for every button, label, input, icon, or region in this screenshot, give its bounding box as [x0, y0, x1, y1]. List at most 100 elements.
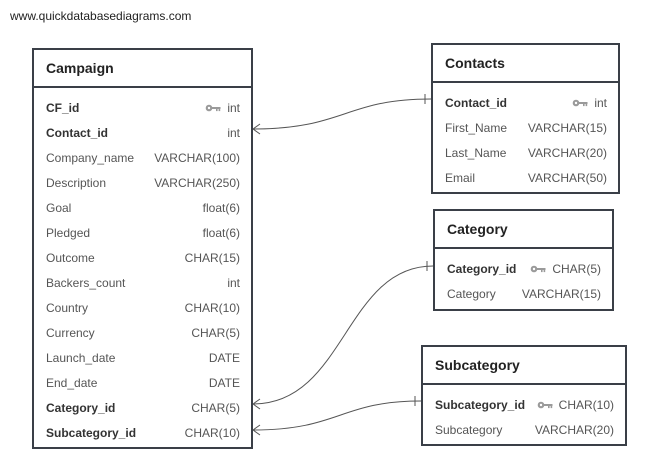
field-name: Company_name: [46, 150, 135, 165]
field-type-wrap: float(6): [203, 201, 240, 215]
table-title-contacts: Contacts: [433, 45, 618, 83]
field-name: Backers_count: [46, 275, 126, 290]
field-type-wrap: DATE: [209, 376, 240, 390]
field-type: DATE: [208, 375, 240, 390]
field-name: Subcategory_id: [46, 425, 137, 440]
field-type-wrap: VARCHAR(20): [528, 146, 607, 160]
field-name: Subcategory: [435, 422, 503, 437]
field-row[interactable]: Subcategory_id CHAR(10): [34, 420, 251, 445]
relationship-category: [252, 261, 434, 410]
field-name: First_Name: [445, 120, 508, 135]
field-type: int: [594, 95, 607, 110]
field-type: VARCHAR(20): [534, 422, 614, 437]
field-type-wrap: DATE: [209, 351, 240, 365]
field-name: Launch_date: [46, 350, 116, 365]
field-type-wrap: VARCHAR(15): [522, 287, 601, 301]
field-name: Email: [445, 170, 476, 185]
field-row[interactable]: Pledged float(6): [34, 220, 251, 245]
field-list-subcategory: Subcategory_id CHAR(10) Subcategory VARCHAR…: [423, 392, 625, 442]
field-type: float(6): [202, 225, 240, 240]
field-row[interactable]: Email VARCHAR(50): [433, 165, 618, 190]
table-title-category: Category: [435, 211, 612, 249]
field-row[interactable]: Subcategory_id CHAR(10): [423, 392, 625, 417]
field-row[interactable]: Contact_id int: [34, 120, 251, 145]
field-name: Category: [447, 286, 496, 301]
field-name: Country: [46, 300, 89, 315]
field-type: CHAR(10): [558, 397, 614, 412]
field-row[interactable]: Category_id CHAR(5): [34, 395, 251, 420]
field-type: int: [227, 275, 240, 290]
relationship-contact: [252, 94, 432, 135]
field-row[interactable]: Company_name VARCHAR(100): [34, 145, 251, 170]
field-type: VARCHAR(15): [521, 286, 601, 301]
field-row[interactable]: CF_id int: [34, 95, 251, 120]
field-type-wrap: CHAR(15): [185, 251, 240, 265]
watermark: www.quickdatabasediagrams.com: [10, 9, 192, 23]
field-type-wrap: float(6): [203, 226, 240, 240]
field-name: Category_id: [46, 400, 116, 415]
field-type: int: [227, 125, 240, 140]
field-type-wrap: CHAR(10): [537, 398, 614, 412]
field-name: CF_id: [46, 100, 80, 115]
field-row[interactable]: Launch_date DATE: [34, 345, 251, 370]
relationship-subcategory: [252, 396, 422, 436]
field-type-wrap: CHAR(10): [185, 426, 240, 440]
key-icon: [537, 401, 553, 408]
field-type-wrap: CHAR(5): [530, 262, 601, 276]
field-type: float(6): [202, 200, 240, 215]
field-name: Category_id: [447, 261, 517, 276]
field-type-wrap: VARCHAR(250): [154, 176, 240, 190]
field-type-wrap: VARCHAR(20): [535, 423, 614, 437]
field-type: CHAR(10): [184, 300, 240, 315]
field-type-wrap: VARCHAR(50): [528, 171, 607, 185]
field-name: Outcome: [46, 250, 95, 265]
field-row[interactable]: Category VARCHAR(15): [435, 281, 612, 306]
field-type: VARCHAR(100): [154, 150, 240, 165]
field-row[interactable]: Subcategory VARCHAR(20): [423, 417, 625, 442]
table-title-subcategory: Subcategory: [423, 347, 625, 385]
field-row[interactable]: Backers_count int: [34, 270, 251, 295]
field-row[interactable]: Category_id CHAR(5): [435, 256, 612, 281]
field-type: DATE: [208, 350, 240, 365]
field-row[interactable]: Description VARCHAR(250): [34, 170, 251, 195]
key-icon: [531, 265, 546, 272]
field-type-wrap: int: [227, 276, 240, 290]
field-type-wrap: VARCHAR(15): [528, 121, 607, 135]
field-type: CHAR(5): [552, 261, 601, 276]
field-type-wrap: VARCHAR(100): [154, 151, 240, 165]
key-icon: [206, 104, 221, 111]
field-type-wrap: CHAR(5): [191, 401, 240, 415]
field-row[interactable]: First_Name VARCHAR(15): [433, 115, 618, 140]
field-type: VARCHAR(15): [527, 120, 607, 135]
field-name: Pledged: [46, 225, 91, 240]
field-type-wrap: int: [227, 126, 240, 140]
field-type-wrap: CHAR(10): [185, 301, 240, 315]
field-type: VARCHAR(50): [527, 170, 607, 185]
field-row[interactable]: Country CHAR(10): [34, 295, 251, 320]
field-name: Subcategory_id: [435, 397, 526, 412]
field-name: Contact_id: [46, 125, 109, 140]
field-type: CHAR(10): [184, 425, 240, 440]
field-name: End_date: [46, 375, 98, 390]
field-type-wrap: CHAR(5): [191, 326, 240, 340]
field-type: CHAR(5): [191, 400, 240, 415]
field-row[interactable]: Outcome CHAR(15): [34, 245, 251, 270]
field-type: VARCHAR(20): [527, 145, 607, 160]
field-type-wrap: int: [572, 96, 607, 110]
field-list-category: Category_id CHAR(5) Category VARCHAR(15): [435, 256, 612, 306]
field-type: VARCHAR(250): [154, 175, 240, 190]
field-type-wrap: int: [205, 101, 240, 115]
field-row[interactable]: End_date DATE: [34, 370, 251, 395]
field-type: CHAR(5): [191, 325, 240, 340]
field-name: Description: [46, 175, 107, 190]
